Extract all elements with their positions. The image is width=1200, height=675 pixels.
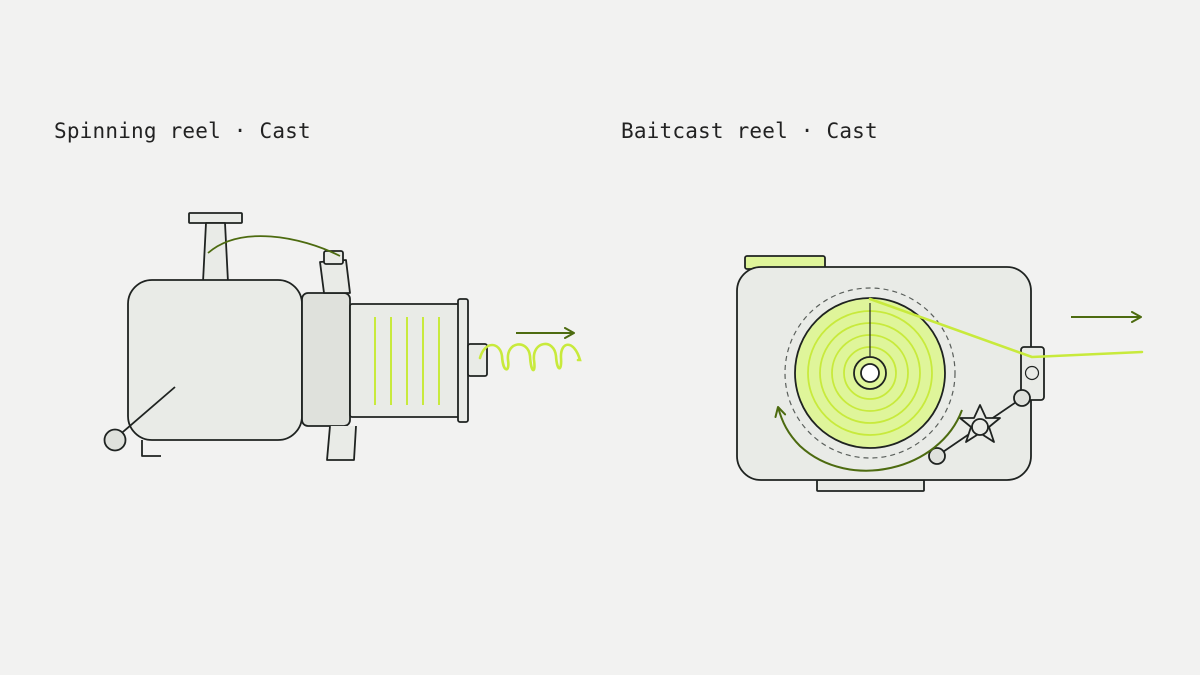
spinning-reel-title: Spinning reel · Cast xyxy=(54,119,311,143)
bail-line xyxy=(207,235,341,257)
reel-stem xyxy=(202,222,229,283)
reel-base xyxy=(816,479,925,492)
bail-arm-bottom xyxy=(326,425,357,461)
handle-knob-top xyxy=(1013,389,1031,407)
spool-hub-inner xyxy=(860,363,880,383)
spool-lip xyxy=(457,298,469,423)
spinning-reel xyxy=(103,212,488,461)
bail-arm-top xyxy=(319,259,351,294)
spool-line-wraps xyxy=(374,317,440,405)
reel-foot-bracket xyxy=(141,440,161,457)
spool-orbit xyxy=(784,287,956,459)
spool xyxy=(349,303,460,418)
crank-arm xyxy=(116,386,176,438)
baitcast-reel xyxy=(736,255,1045,492)
handle-knob-bottom xyxy=(928,447,946,465)
line-guide-eye xyxy=(1024,365,1040,381)
star-drag-center xyxy=(971,418,989,436)
crank-knob xyxy=(103,428,127,452)
rotor-housing xyxy=(301,292,351,427)
baitcast-line xyxy=(868,297,1144,359)
reel-foot-plate xyxy=(188,212,243,224)
gearbox-body xyxy=(127,279,303,441)
spool-rotation-arrow xyxy=(774,406,963,472)
baitcast-reel-title: Baitcast reel · Cast xyxy=(621,119,878,143)
spiral-line xyxy=(478,342,582,372)
